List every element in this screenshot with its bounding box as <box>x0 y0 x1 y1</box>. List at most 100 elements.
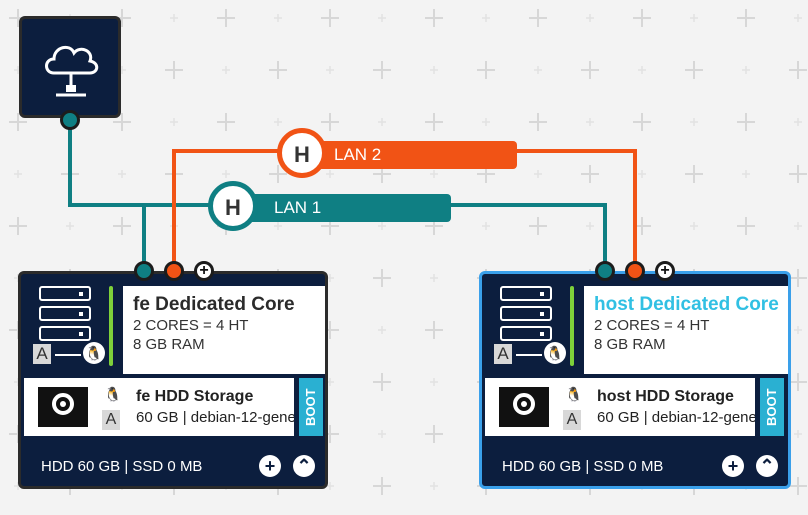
add-port-button[interactable]: + <box>194 261 214 281</box>
grid-cross <box>373 477 391 495</box>
grid-cross <box>222 170 230 178</box>
grid-cross <box>685 61 703 79</box>
grid-cross <box>690 14 698 22</box>
storage-item[interactable]: 🐧 A fe HDD Storage 60 GB | debian-12-gen… <box>24 378 294 436</box>
server-card-host[interactable]: A 🐧 host Dedicated Core 2 CORES = 4 HT 8… <box>479 271 791 489</box>
grid-cross <box>113 217 131 235</box>
grid-cross <box>633 217 651 235</box>
grid-cross <box>430 378 438 386</box>
cloud-network-icon <box>45 45 99 97</box>
linux-tux-icon: 🐧 <box>83 342 105 364</box>
grid-cross <box>269 61 287 79</box>
add-storage-button[interactable]: + <box>722 455 744 477</box>
grid-cross <box>789 165 807 183</box>
grid-cross <box>14 170 22 178</box>
grid-cross <box>737 9 755 27</box>
hdd-icon <box>38 387 88 427</box>
server-info[interactable]: fe Dedicated Core 2 CORES = 4 HT 8 GB RA… <box>123 286 325 374</box>
port-lan1-fe[interactable] <box>134 261 154 281</box>
linux-tux-icon: 🐧 <box>544 342 566 364</box>
grid-cross <box>430 66 438 74</box>
linux-tux-icon: 🐧 <box>565 386 583 402</box>
lan1-network[interactable]: LAN 1 <box>240 194 451 222</box>
grid-cross <box>529 9 547 27</box>
grid-cross <box>529 217 547 235</box>
server-rack-icon: A 🐧 <box>31 286 107 366</box>
storage-summary: HDD 60 GB | SSD 0 MB <box>502 458 664 475</box>
network-switch-icon[interactable]: H <box>277 128 327 178</box>
storage-badge: A <box>563 410 581 430</box>
grid-cross <box>165 165 183 183</box>
grid-cross <box>425 113 443 131</box>
grid-cross <box>534 170 542 178</box>
grid-cross <box>586 14 594 22</box>
grid-cross <box>61 165 79 183</box>
grid-cross <box>685 165 703 183</box>
add-storage-button[interactable]: + <box>259 455 281 477</box>
grid-cross <box>9 113 27 131</box>
collapse-button[interactable]: ⌃ <box>293 455 315 477</box>
grid-cross <box>378 118 386 126</box>
grid-cross <box>217 9 235 27</box>
grid-cross <box>425 321 443 339</box>
grid-cross <box>794 326 802 334</box>
grid-cross <box>321 9 339 27</box>
server-ram: 8 GB RAM <box>133 336 205 353</box>
boot-badge[interactable]: BOOT <box>760 378 784 436</box>
grid-cross <box>425 9 443 27</box>
server-cores: 2 CORES = 4 HT <box>594 317 710 334</box>
add-port-button[interactable]: + <box>655 261 675 281</box>
grid-cross <box>170 118 178 126</box>
grid-cross <box>321 113 339 131</box>
grid-cross <box>326 66 334 74</box>
os-badge: A <box>33 344 51 364</box>
server-ram: 8 GB RAM <box>594 336 666 353</box>
network-switch-icon[interactable]: H <box>208 181 258 231</box>
status-bar <box>570 286 574 366</box>
port-lan2-fe[interactable] <box>164 261 184 281</box>
grid-cross <box>274 222 282 230</box>
grid-cross <box>170 222 178 230</box>
grid-cross <box>789 61 807 79</box>
lan1-label: LAN 1 <box>274 198 322 217</box>
grid-cross <box>373 373 391 391</box>
grid-cross <box>737 113 755 131</box>
grid-cross <box>66 222 74 230</box>
grid-cross <box>430 274 438 282</box>
grid-cross <box>274 14 282 22</box>
grid-cross <box>529 113 547 131</box>
grid-cross <box>274 118 282 126</box>
grid-cross <box>378 430 386 438</box>
grid-cross <box>326 482 334 490</box>
grid-cross <box>690 222 698 230</box>
grid-cross <box>482 118 490 126</box>
grid-cross <box>170 14 178 22</box>
os-badge: A <box>494 344 512 364</box>
hdd-icon <box>499 387 549 427</box>
storage-badge: A <box>102 410 120 430</box>
server-info[interactable]: host Dedicated Core 2 CORES = 4 HT 8 GB … <box>584 286 788 374</box>
server-name: host Dedicated Core <box>594 294 779 315</box>
grid-cross <box>794 118 802 126</box>
storage-item[interactable]: 🐧 A host HDD Storage 60 GB | debian-12-g… <box>485 378 755 436</box>
grid-cross <box>378 326 386 334</box>
grid-cross <box>581 165 599 183</box>
grid-cross <box>222 66 230 74</box>
server-card-fe[interactable]: A 🐧 fe Dedicated Core 2 CORES = 4 HT 8 G… <box>18 271 328 489</box>
grid-cross <box>633 113 651 131</box>
grid-cross <box>633 9 651 27</box>
lan2-network[interactable]: LAN 2 <box>300 141 517 169</box>
grid-cross <box>789 373 807 391</box>
port-lan1-host[interactable] <box>595 261 615 281</box>
storage-desc: 60 GB | debian-12-genericcloud <box>136 409 294 426</box>
collapse-button[interactable]: ⌃ <box>756 455 778 477</box>
internet-node[interactable] <box>19 16 121 118</box>
grid-cross <box>581 61 599 79</box>
grid-cross <box>165 61 183 79</box>
port-lan2-host[interactable] <box>625 261 645 281</box>
status-bar <box>109 286 113 366</box>
boot-badge[interactable]: BOOT <box>299 378 323 436</box>
internet-port[interactable] <box>60 110 80 130</box>
grid-cross <box>9 217 27 235</box>
grid-cross <box>482 222 490 230</box>
